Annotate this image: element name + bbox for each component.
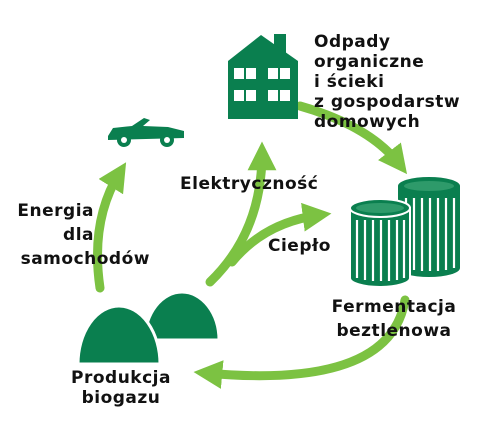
label-waste: Odpady organiczne i ścieki z gospodarstw…	[314, 32, 460, 132]
label-fermentation: Fermentacja beztlenowa	[322, 297, 466, 341]
label-biogas-line: biogazu	[81, 388, 161, 408]
fermentation-tanks-icon	[349, 177, 460, 288]
label-waste-line: organiczne	[314, 52, 425, 72]
house-icon	[228, 34, 298, 119]
label-waste-line: Odpady	[314, 32, 391, 52]
label-electricity: Elektryczność	[180, 174, 319, 194]
label-heat: Ciepło	[268, 236, 331, 256]
biogas-domes-icon	[76, 290, 221, 366]
arrow-fermentation-to-biogas	[193, 295, 410, 389]
label-waste-line: domowych	[314, 112, 421, 132]
label-energy: Energia dla samochodów	[6, 201, 150, 269]
label-waste-line: i ścieki	[314, 72, 385, 92]
arrow-biogas-to-electricity	[205, 141, 277, 287]
arrow-waste-to-fermentation	[295, 101, 408, 175]
label-energy-line: Energia	[17, 201, 94, 221]
arrow-biogas-to-car	[93, 162, 127, 293]
label-fermentation-line: Fermentacja	[331, 297, 457, 317]
label-energy-line: samochodów	[20, 249, 150, 269]
arrow-biogas-to-heat	[227, 202, 332, 267]
label-biogas-line: Produkcja	[71, 368, 171, 388]
label-biogas: Produkcja biogazu	[58, 368, 184, 408]
label-energy-line: dla	[63, 225, 94, 245]
label-waste-line: z gospodarstw	[314, 92, 461, 112]
label-fermentation-line: beztlenowa	[336, 321, 452, 341]
car-icon	[108, 118, 184, 147]
